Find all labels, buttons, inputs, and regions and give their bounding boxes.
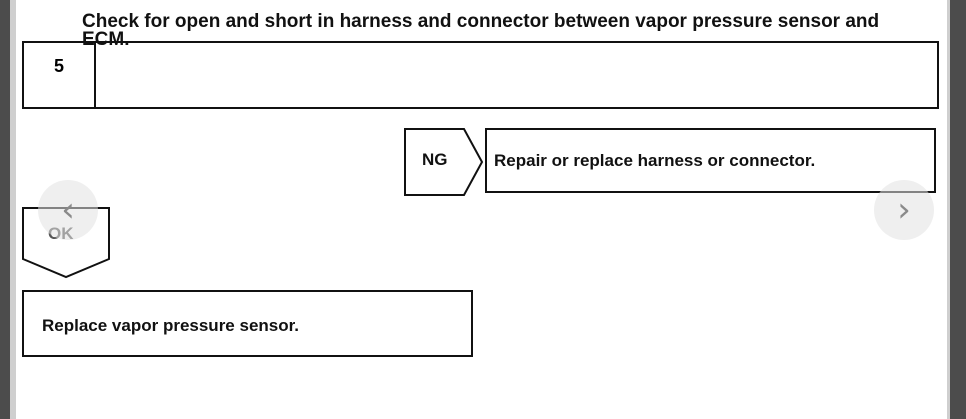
chevron-right-icon: › [897,190,911,230]
ng-action-box [485,128,936,193]
ng-arrow-shape [404,128,484,196]
ng-action-text: Repair or replace harness or connector. [494,151,816,170]
ng-label: NG [422,150,448,169]
viewer-frame-right-edge [947,0,950,419]
ok-action-box [22,290,473,357]
step-number: 5 [24,43,96,107]
viewer-frame-left [0,0,10,419]
viewer-frame-right [950,0,966,419]
step-header-box: 5 [22,41,939,109]
viewer-frame-left-edge [10,0,16,419]
chevron-left-icon: ‹ [61,190,75,230]
previous-page-button[interactable]: ‹ [38,180,98,240]
next-page-button[interactable]: › [874,180,934,240]
ok-action-text: Replace vapor pressure sensor. [42,316,300,335]
step-title: Check for open and short in harness and … [82,11,880,50]
